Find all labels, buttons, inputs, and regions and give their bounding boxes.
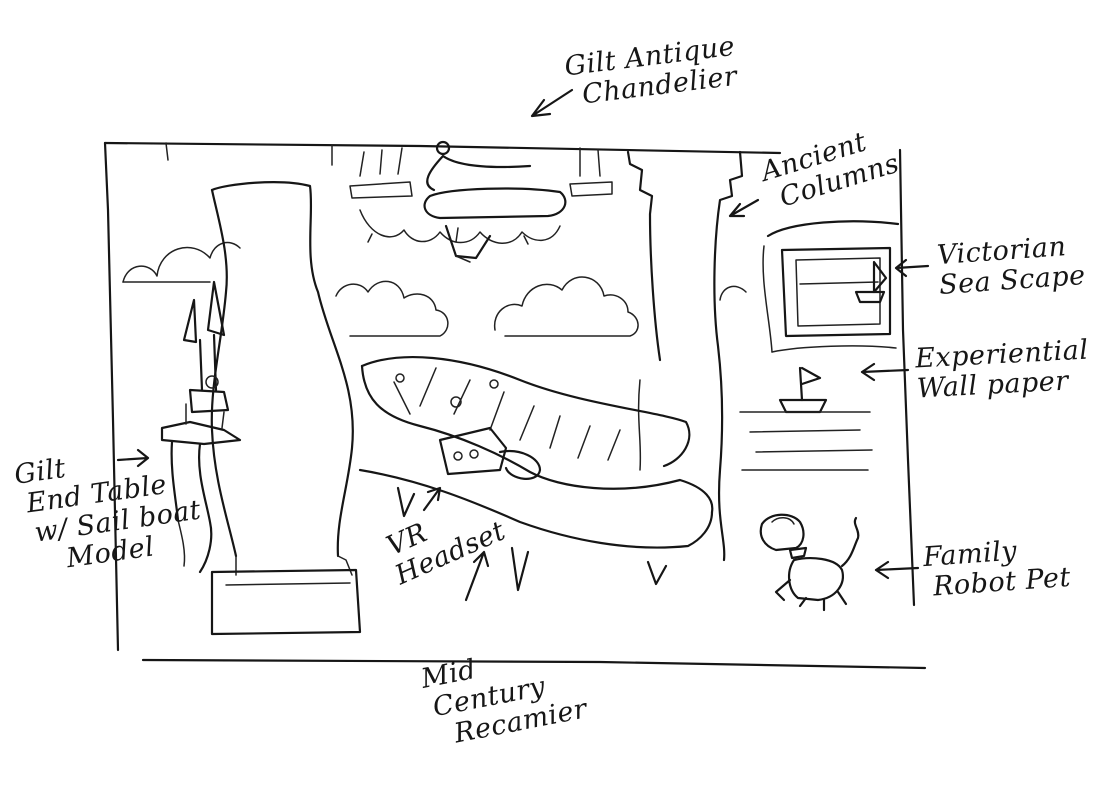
chandelier-arrow [530,88,574,118]
label-seascape: Victorian Sea Scape [936,231,1087,302]
recamier-arrow [464,550,490,602]
label-robot-pet: Family Robot Pet [922,535,1072,603]
column-right [626,150,744,562]
vr-headset-arrow [422,486,442,512]
room-frame [103,141,927,670]
columns-arrow [728,198,760,218]
robot-pet-sketch [759,513,860,612]
wallpaper-clouds [122,241,747,337]
label-end-table: Gilt End Table w/ Sail boat Model [12,452,204,575]
gilt-end-table [160,420,242,574]
seascape-frame [762,220,900,353]
vr-headset-sketch [438,426,542,480]
column-left [210,181,362,636]
end-table-arrow [116,448,150,468]
wallpaper-arrow [860,362,910,382]
recamier-sketch [358,355,714,592]
wallpaper-sea [739,366,873,471]
chandelier-sketch [349,140,613,263]
sailboat-model [182,280,230,429]
seascape-arrow [894,258,930,278]
annotation-arrows [116,88,930,602]
robot-pet-arrow [874,560,920,580]
label-wallpaper: Experiential Wall paper [914,334,1090,405]
